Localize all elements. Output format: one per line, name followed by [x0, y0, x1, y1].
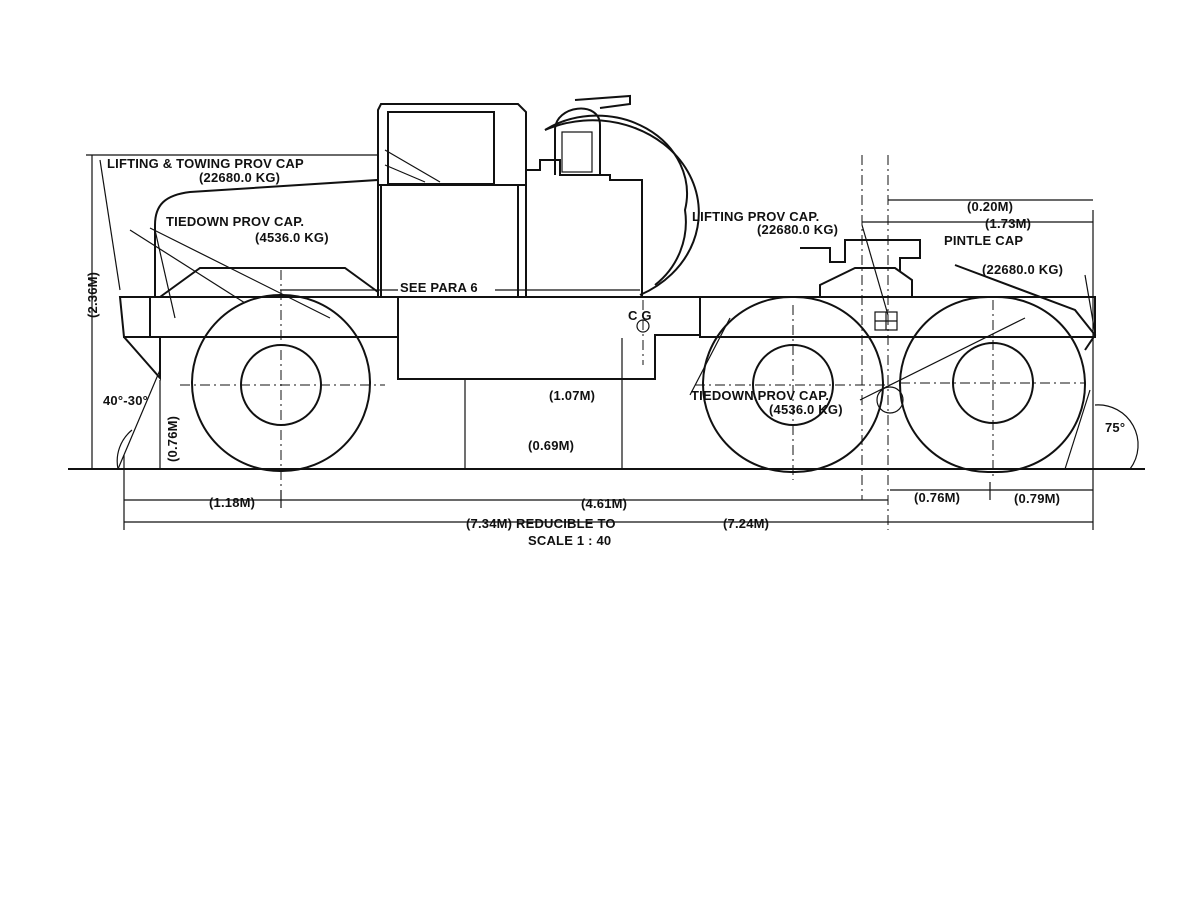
label-dim-1-73: (1.73M) — [985, 216, 1032, 231]
label-angle-front: 40°-30° — [103, 393, 149, 408]
label-pintle-cap: PINTLE CAP — [944, 233, 1024, 248]
label-dim-0-76: (0.76M) — [914, 490, 961, 505]
fender-front — [159, 267, 379, 298]
label-cg-height: (1.07M) — [549, 388, 596, 403]
label-lifting-rear-cap: LIFTING PROV CAP. — [692, 209, 820, 224]
label-dim-4-61: (4.61M) — [581, 496, 628, 511]
rear-wheel-aft — [899, 296, 1086, 478]
dimension-lines — [86, 154, 1139, 530]
label-angle-rear: 75° — [1105, 420, 1126, 435]
spare-tire — [544, 114, 700, 296]
rear-wheel-forward — [695, 296, 890, 480]
label-scale: SCALE 1 : 40 — [528, 533, 612, 548]
label-dim-0-20: (0.20M) — [967, 199, 1014, 214]
label-tiedown-rear-kg: (4536.0 KG) — [769, 402, 843, 417]
label-tiedown-rear-cap: TIEDOWN PROV CAP. — [691, 388, 830, 403]
cab — [377, 103, 527, 298]
label-tiedown-front-kg: (4536.0 KG) — [255, 230, 329, 245]
label-tiedown-front-cap: TIEDOWN PROV CAP. — [166, 214, 305, 229]
front-wheel — [180, 270, 385, 505]
label-height-bumper: (0.76M) — [165, 415, 180, 462]
label-ground-clearance: (0.69M) — [528, 438, 575, 453]
callout-leaders — [99, 159, 1096, 401]
label-overall-length: (7.34M) REDUCIBLE TO — [466, 516, 616, 531]
label-see-para: SEE PARA 6 — [400, 280, 478, 295]
rear-tow-frame — [954, 264, 1097, 351]
label-height-overall: (2.36M) — [85, 271, 100, 318]
label-cg: C G — [628, 308, 652, 323]
hood — [154, 178, 379, 297]
label-lifting-towing-kg: (22680.0 KG) — [199, 170, 281, 185]
label-dim-1-18: (1.18M) — [209, 495, 256, 510]
chassis-frame — [118, 296, 1096, 381]
label-pintle-kg: (22680.0 KG) — [982, 262, 1064, 277]
label-dim-0-79: (0.79M) — [1014, 491, 1061, 506]
label-lifting-towing-cap: LIFTING & TOWING PROV CAP — [107, 156, 304, 171]
label-dim-7-24: (7.24M) — [723, 516, 770, 531]
label-lifting-rear-kg: (22680.0 KG) — [757, 222, 839, 237]
equipment-box — [525, 94, 643, 298]
